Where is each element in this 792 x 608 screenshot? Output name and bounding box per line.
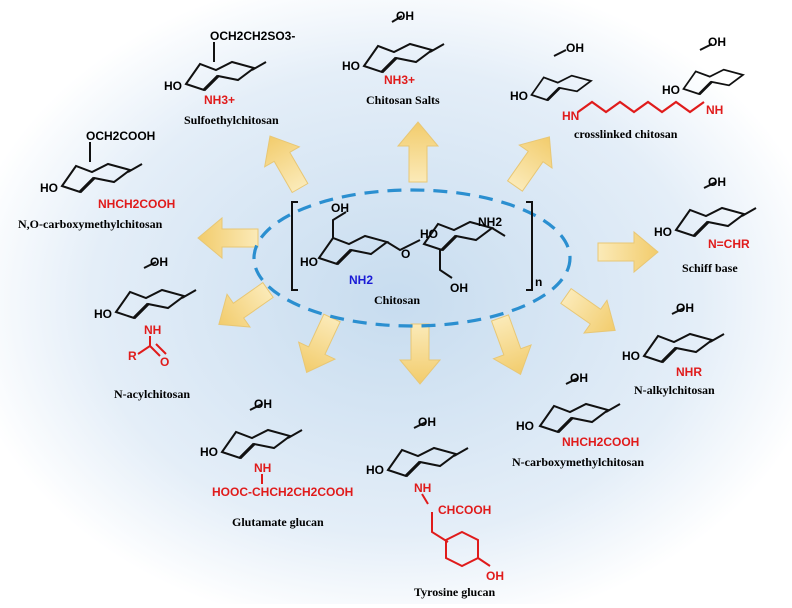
tyrosine-ho: HO bbox=[366, 463, 384, 477]
carboxymethyl-n-amine: NHCH2COOH bbox=[562, 435, 639, 449]
glutamate-chain: HOOC-CHCH2CH2COOH bbox=[212, 485, 353, 499]
carboxymethyl-no-structure bbox=[60, 142, 143, 194]
schiff-ho: HO bbox=[654, 225, 672, 239]
glutamate-amine: NH bbox=[254, 461, 271, 475]
glutamate-label: Glutamate glucan bbox=[232, 515, 324, 529]
carboxymethyl-no-substituent: OCH2COOH bbox=[86, 129, 155, 143]
phenyl-ring bbox=[445, 530, 479, 568]
salts-ho: HO bbox=[342, 59, 360, 73]
acyl-o: O bbox=[160, 355, 169, 369]
center-label: Chitosan bbox=[374, 293, 420, 307]
salts-label: Chitosan Salts bbox=[366, 93, 440, 107]
glutamate-oh: OH bbox=[254, 397, 272, 411]
tyrosine-structure bbox=[386, 421, 491, 568]
glutamate-structure bbox=[220, 403, 303, 484]
sulfoethyl-ho: HO bbox=[164, 79, 182, 93]
acyl-label: N-acylchitosan bbox=[114, 387, 190, 401]
tyrosine-chain: CHCOOH bbox=[438, 503, 491, 517]
center-ho-right: HO bbox=[420, 227, 438, 241]
schiff-oh: OH bbox=[708, 175, 726, 189]
crosslinked-label: crosslinked chitosan bbox=[574, 127, 678, 141]
crosslinked-structure bbox=[530, 43, 745, 114]
crosslinked-amine-left: HN bbox=[562, 109, 579, 123]
central-ellipse bbox=[252, 188, 572, 328]
crosslinked-ho-left: HO bbox=[510, 89, 528, 103]
center-repeat-n: n bbox=[535, 275, 542, 289]
schiff-amine: N=CHR bbox=[708, 237, 750, 251]
center-ho-left: HO bbox=[300, 255, 318, 269]
center-nh2-left: NH2 bbox=[349, 273, 373, 287]
acyl-structure bbox=[114, 261, 197, 357]
alkyl-ho: HO bbox=[622, 349, 640, 363]
acyl-amine: NH bbox=[144, 323, 161, 337]
crosslink-chain bbox=[577, 100, 705, 114]
tyrosine-phenol: OH bbox=[486, 569, 504, 583]
carboxymethyl-no-label: N,O-carboxymethylchitosan bbox=[18, 217, 163, 231]
carboxymethyl-no-ho: HO bbox=[40, 181, 58, 195]
salts-structure bbox=[362, 15, 445, 74]
center-o-glycosidic: O bbox=[401, 247, 410, 261]
tyrosine-oh: OH bbox=[418, 415, 436, 429]
bracket-right bbox=[526, 201, 533, 291]
tyrosine-amine: NH bbox=[414, 481, 431, 495]
bracket-left bbox=[291, 201, 298, 291]
carboxymethyl-n-label: N-carboxymethylchitosan bbox=[512, 455, 644, 469]
acyl-r: R bbox=[128, 349, 137, 363]
carboxymethyl-n-ho: HO bbox=[516, 419, 534, 433]
center-oh-top: OH bbox=[331, 201, 349, 215]
crosslinked-ho-right: HO bbox=[662, 83, 680, 97]
carboxymethyl-n-oh: OH bbox=[570, 371, 588, 385]
alkyl-amine: NHR bbox=[676, 365, 702, 379]
crosslinked-oh-left: OH bbox=[566, 41, 584, 55]
schiff-structure bbox=[674, 181, 757, 238]
acyl-oh: OH bbox=[150, 255, 168, 269]
crosslinked-amine-right: NH bbox=[706, 103, 723, 117]
acyl-ho: HO bbox=[94, 307, 112, 321]
sulfoethyl-structure bbox=[184, 42, 267, 92]
glutamate-ho: HO bbox=[200, 445, 218, 459]
alkyl-label: N-alkylchitosan bbox=[634, 383, 715, 397]
alkyl-oh: OH bbox=[676, 301, 694, 315]
carboxymethyl-no-amine: NHCH2COOH bbox=[98, 197, 175, 211]
salts-oh: OH bbox=[396, 9, 414, 23]
crosslinked-oh-right: OH bbox=[708, 35, 726, 49]
salts-amine: NH3+ bbox=[384, 73, 415, 87]
carboxymethyl-n-structure bbox=[538, 377, 621, 434]
sulfoethyl-label: Sulfoethylchitosan bbox=[184, 113, 279, 127]
center-nh2-right: NH2 bbox=[478, 215, 502, 229]
alkyl-structure bbox=[642, 307, 725, 364]
sulfoethyl-amine: NH3+ bbox=[204, 93, 235, 107]
sulfoethyl-substituent: OCH2CH2SO3- bbox=[210, 29, 295, 43]
tyrosine-label: Tyrosine glucan bbox=[414, 585, 496, 599]
schiff-label: Schiff base bbox=[682, 261, 738, 275]
chitosan-structure bbox=[291, 201, 533, 291]
center-oh-bottom: OH bbox=[450, 281, 468, 295]
